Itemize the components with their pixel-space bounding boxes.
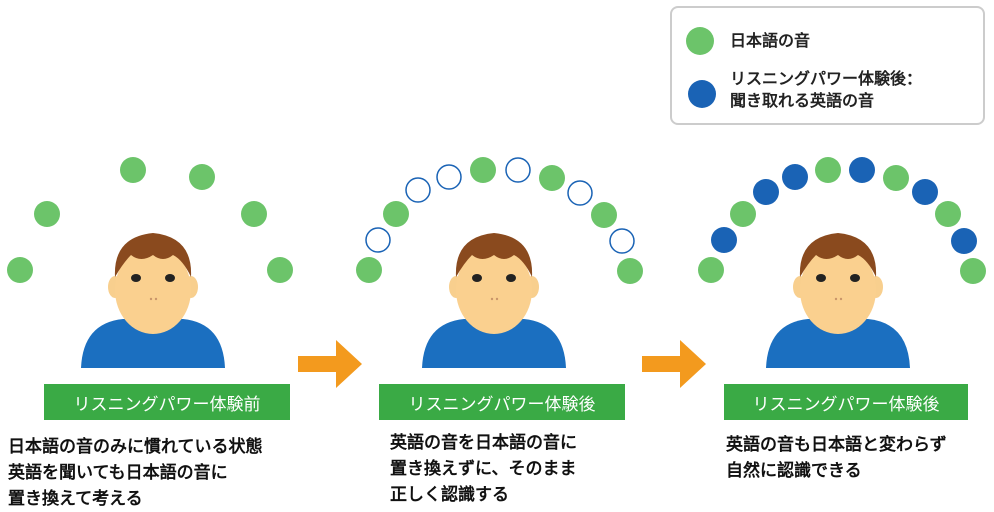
arrow-right-icon [298,340,362,388]
dots-panel-before [7,157,293,283]
label-after: リスニングパワー体験後 [724,384,968,420]
label-after: リスニングパワー体験後 [379,384,625,420]
green-dot-icon [686,27,714,55]
legend-english-sound-line1: リスニングパワー体験後： [730,69,923,88]
description-before: 日本語の音のみに慣れている状態 英語を聞いても日本語の音に 置き換えて考える [8,434,263,512]
description-line: 置き換えずに、そのまま [390,459,577,479]
blue-dot-icon [688,80,716,108]
description-line: 自然に認識できる [726,461,862,481]
legend: 日本語の音 リスニングパワー体験後： 聞き取れる英語の音 [670,6,985,125]
label-before: リスニングパワー体験前 [44,384,290,420]
dots-panel-after-1 [356,157,643,284]
description-line: 英語を聞いても日本語の音に [8,463,228,483]
description-line: 英語の音も日本語と変わらず [726,435,947,455]
arrow-right-icon [642,340,706,388]
description-line: 置き換えて考える [8,489,143,509]
description-line: 英語の音を日本語の音に [390,433,577,453]
boy-illustration [766,233,910,368]
boy-illustration [422,233,566,368]
description-line: 日本語の音のみに慣れている状態 [8,437,263,457]
description-line: 正しく認識する [390,485,509,505]
legend-english-sound-line2: 聞き取れる英語の音 [730,91,875,110]
description-after-2: 英語の音も日本語と変わらず 自然に認識できる [726,432,947,484]
description-after-1: 英語の音を日本語の音に 置き換えずに、そのまま 正しく認識する [390,430,577,508]
boy-illustration [81,233,225,368]
dots-panel-after-2 [698,157,986,284]
legend-japanese-sound: 日本語の音 [730,31,811,50]
